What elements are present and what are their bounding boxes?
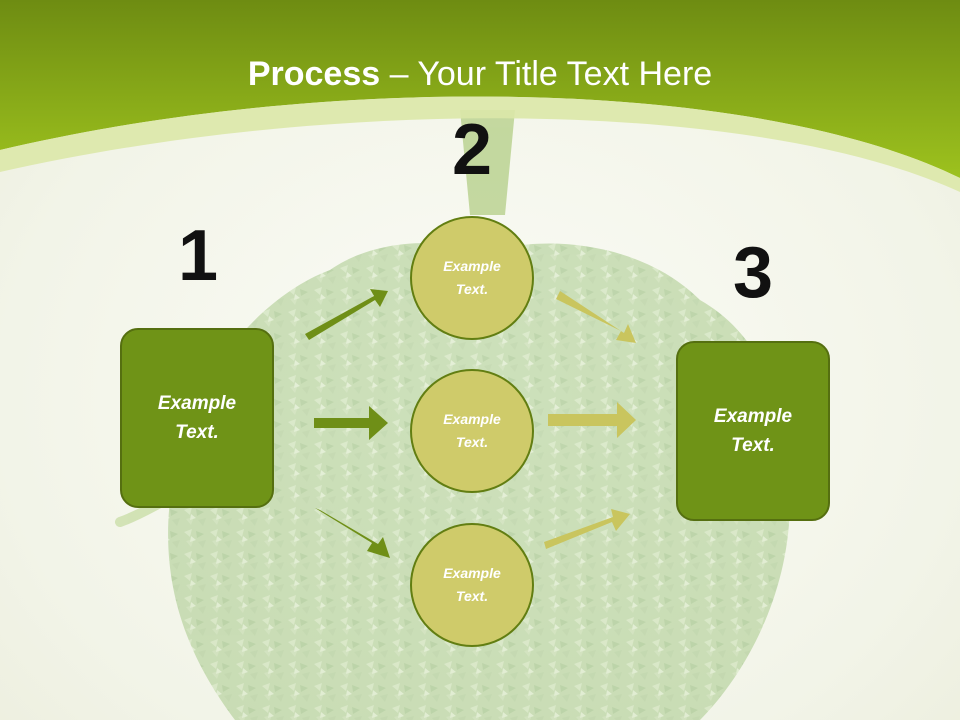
step-1-box: Example Text.: [120, 328, 274, 508]
step-3-box-text: Example Text.: [713, 406, 793, 456]
circle-text: Example Text.: [443, 411, 501, 450]
step-number-1: 1: [177, 216, 219, 296]
title-rest: – Your Title Text Here: [380, 55, 713, 93]
step-number-3: 3: [732, 233, 774, 313]
circle-text: Example Text.: [443, 258, 501, 297]
circle-text: Example Text.: [443, 565, 501, 604]
step-2-circle-top: Example Text.: [410, 216, 534, 340]
step-2-circle-middle: Example Text.: [410, 369, 534, 493]
step-3-box: Example Text.: [676, 341, 830, 521]
step-1-box-text: Example Text.: [157, 393, 237, 443]
page-title: Process – Your Title Text Here: [0, 52, 960, 96]
title-bold: Process: [247, 55, 381, 93]
step-number-2: 2: [451, 110, 493, 190]
header-band: [0, 0, 960, 178]
header-swoosh: [0, 96, 960, 192]
step-2-circle-bottom: Example Text.: [410, 523, 534, 647]
